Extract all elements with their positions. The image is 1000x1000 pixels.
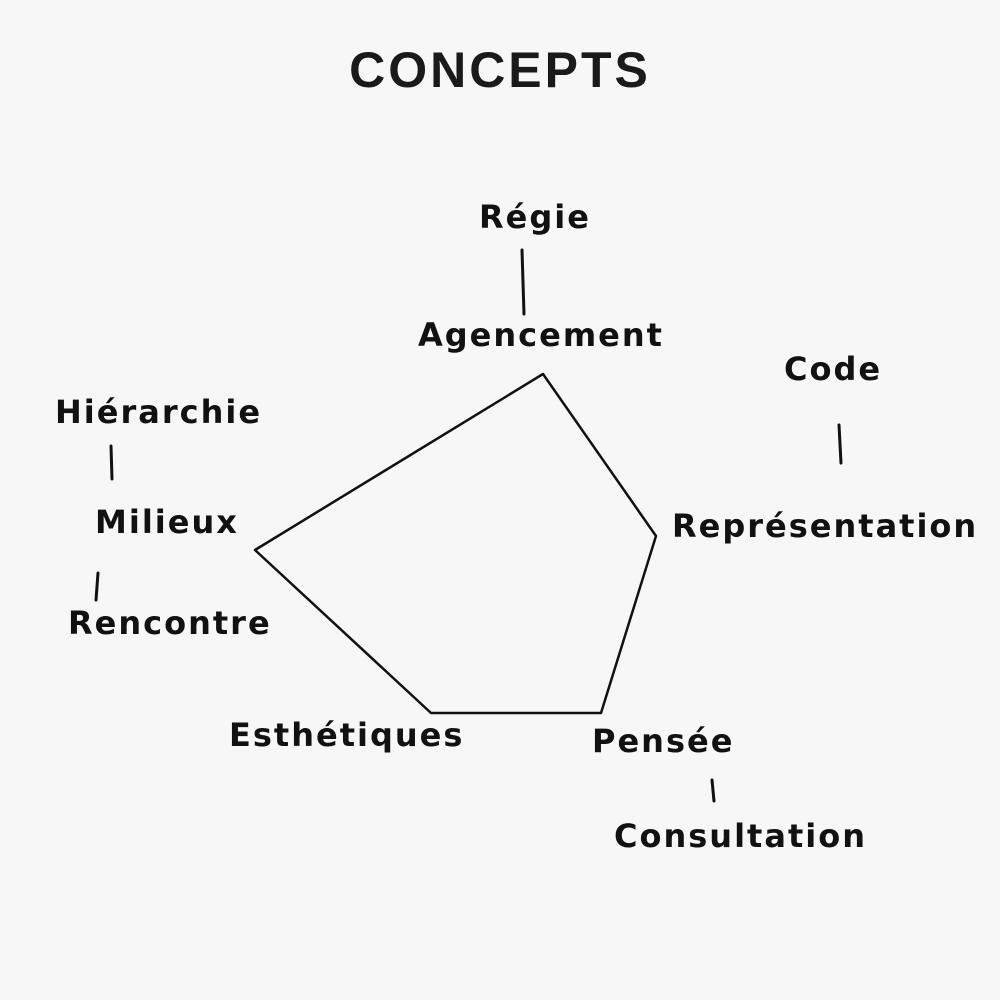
node-agencement: Agencement bbox=[418, 316, 664, 354]
node-regie: Régie bbox=[479, 198, 591, 236]
node-milieux: Milieux bbox=[95, 503, 239, 541]
diagram-title: CONCEPTS bbox=[349, 42, 651, 98]
node-rencontre: Rencontre bbox=[68, 604, 272, 642]
node-consultation: Consultation bbox=[614, 817, 867, 855]
connector-pensee-consultation bbox=[710, 778, 716, 803]
node-pensee: Pensée bbox=[592, 722, 735, 760]
node-code: Code bbox=[784, 350, 883, 388]
node-hierarchie: Hiérarchie bbox=[55, 393, 263, 431]
node-representation: Représentation bbox=[672, 507, 979, 545]
connector-regie-agencement bbox=[520, 248, 526, 316]
concept-pentagon bbox=[253, 372, 658, 715]
connector-hierarchie-milieux bbox=[109, 444, 114, 481]
connector-milieux-rencontre bbox=[94, 571, 100, 602]
node-esthetiques: Esthétiques bbox=[229, 716, 465, 754]
connector-code-representation bbox=[837, 423, 843, 465]
